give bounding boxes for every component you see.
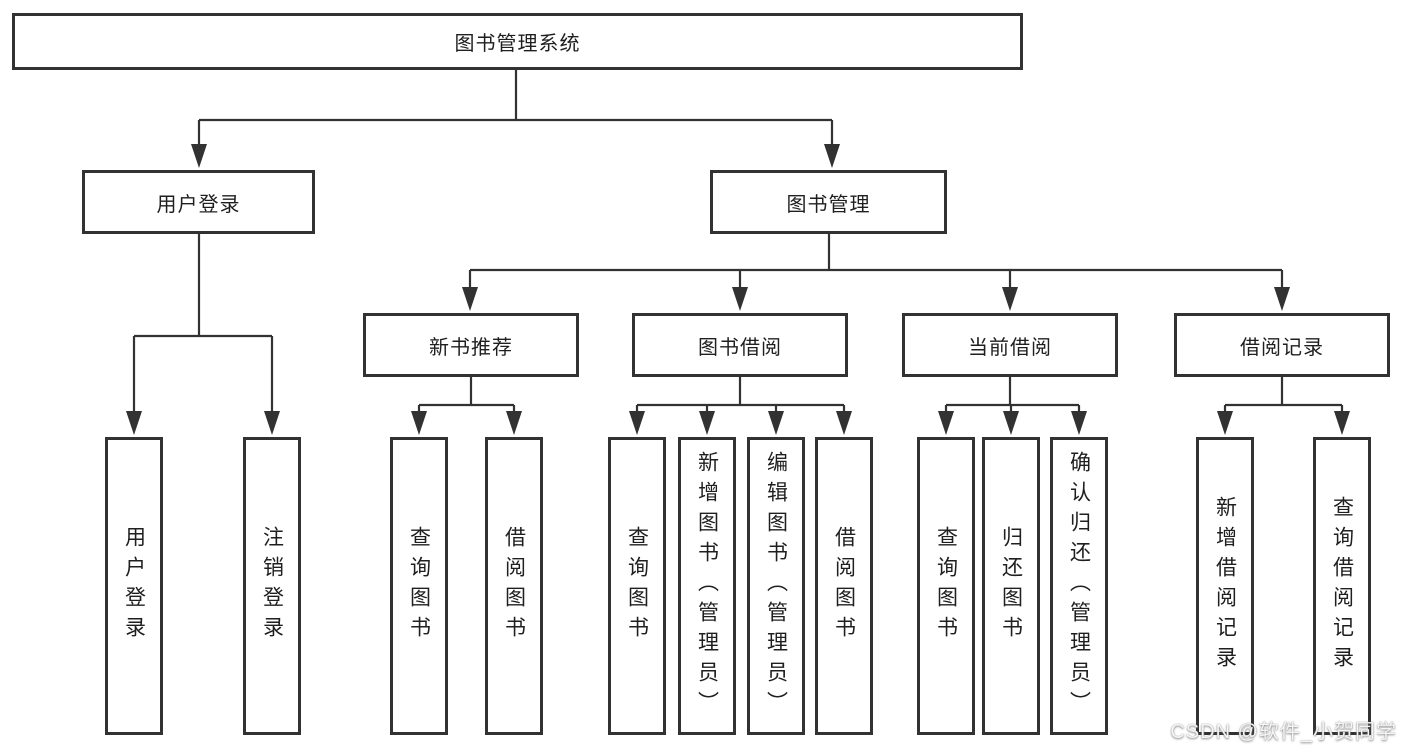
- node-leaf-borrow-books-recommend: 借阅图书: [485, 437, 543, 735]
- node-leaf-confirm-return-admin: 确认归还（管理员）: [1050, 437, 1108, 735]
- node-label: 查询借阅记录: [1330, 496, 1354, 676]
- node-label: 注销登录: [260, 526, 284, 646]
- node-leaf-add-books-admin: 新增图书（管理员）: [678, 437, 736, 735]
- node-label: 新增借阅记录: [1213, 496, 1237, 676]
- node-label: 编辑图书（管理员）: [764, 451, 788, 721]
- node-leaf-query-books-recommend: 查询图书: [390, 437, 448, 735]
- node-root-system: 图书管理系统: [12, 13, 1023, 70]
- node-label: 新书推荐: [429, 336, 513, 359]
- node-leaf-edit-books-admin: 编辑图书（管理员）: [747, 437, 805, 735]
- node-label: 图书管理系统: [454, 33, 581, 55]
- node-leaf-borrow-books: 借阅图书: [815, 437, 873, 735]
- node-leaf-return-books: 归还图书: [982, 437, 1040, 735]
- node-label: 借阅记录: [1240, 336, 1324, 359]
- node-borrow-records: 借阅记录: [1174, 313, 1390, 377]
- node-leaf-query-books-borrow: 查询图书: [608, 437, 666, 735]
- node-user-login: 用户登录: [82, 170, 315, 234]
- node-label: 查询图书: [625, 526, 649, 646]
- node-label: 新增图书（管理员）: [695, 451, 719, 721]
- node-label: 用户登录: [156, 193, 241, 216]
- node-leaf-query-borrow-record: 查询借阅记录: [1313, 437, 1371, 735]
- node-label: 查询图书: [934, 526, 958, 646]
- node-leaf-logout: 注销登录: [243, 437, 301, 735]
- node-label: 确认归还（管理员）: [1067, 451, 1091, 721]
- node-label: 当前借阅: [968, 336, 1052, 359]
- node-new-book-recommend: 新书推荐: [363, 313, 579, 377]
- node-leaf-add-borrow-record: 新增借阅记录: [1196, 437, 1254, 735]
- node-label: 借阅图书: [832, 526, 856, 646]
- node-label: 图书借阅: [698, 336, 782, 359]
- node-label: 借阅图书: [502, 526, 526, 646]
- node-label: 查询图书: [407, 526, 431, 646]
- node-label: 图书管理: [786, 193, 871, 216]
- node-book-management: 图书管理: [710, 170, 947, 234]
- node-current-borrow: 当前借阅: [902, 313, 1118, 377]
- node-leaf-query-books-current: 查询图书: [917, 437, 975, 735]
- node-label: 归还图书: [999, 526, 1023, 646]
- node-leaf-user-login: 用户登录: [105, 437, 163, 735]
- node-book-borrow: 图书借阅: [632, 313, 848, 377]
- node-label: 用户登录: [122, 526, 146, 646]
- csdn-watermark: CSDN @软件_小贺同学: [1170, 721, 1397, 743]
